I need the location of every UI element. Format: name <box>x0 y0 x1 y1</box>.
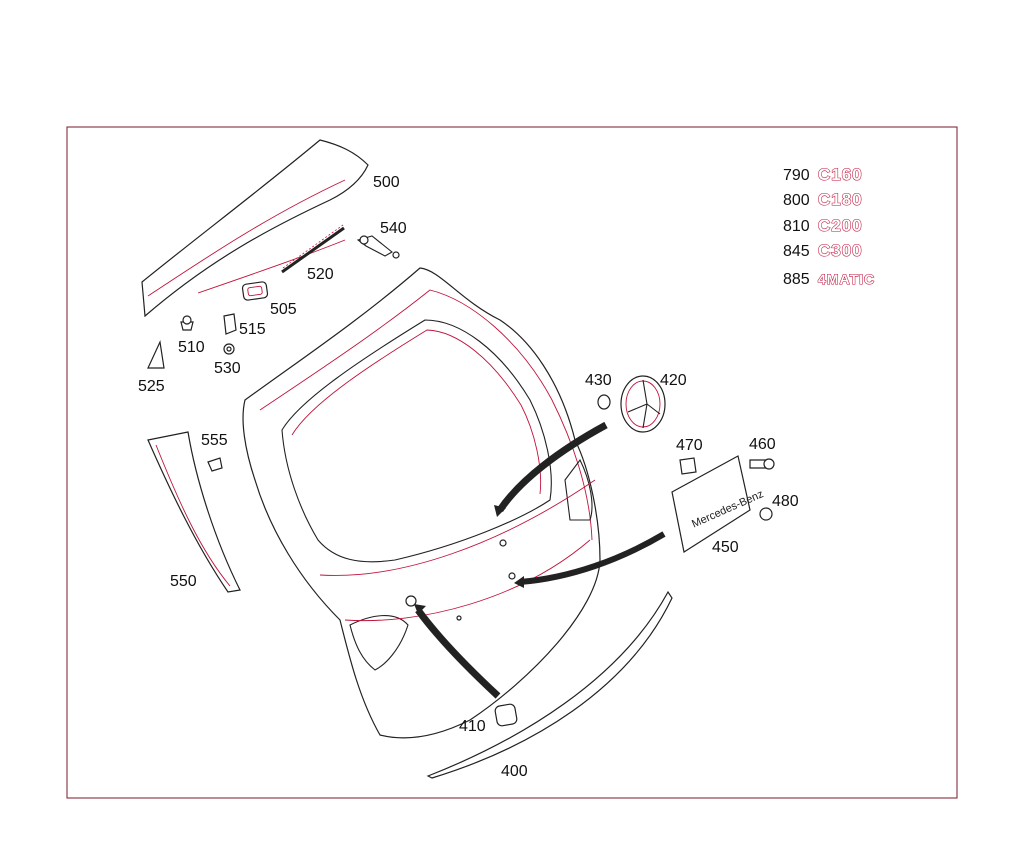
label-515: 515 <box>239 321 266 338</box>
fastener-part-510[interactable] <box>180 315 194 331</box>
label-410: 410 <box>459 718 486 735</box>
diagram-frame <box>66 126 958 799</box>
label-480: 480 <box>772 493 799 510</box>
fastener-part-470[interactable] <box>679 457 697 475</box>
label-505: 505 <box>270 301 297 318</box>
label-525: 525 <box>138 378 165 395</box>
emblem-number-885: 885 <box>783 271 810 288</box>
label-510: 510 <box>178 339 205 356</box>
arrow-2 <box>514 531 666 588</box>
emblem-number-845: 845 <box>783 243 810 260</box>
label-460: 460 <box>749 436 776 453</box>
emblem-c160[interactable]: C160 <box>817 164 863 184</box>
label-420: 420 <box>660 372 687 389</box>
emblem-c180[interactable]: C180 <box>817 189 863 209</box>
emblem-number-790: 790 <box>783 167 810 184</box>
arrow-1 <box>494 421 608 517</box>
side-trim-part-550[interactable] <box>147 431 241 593</box>
label-470: 470 <box>676 437 703 454</box>
nut-part-480[interactable] <box>759 507 773 521</box>
nut-part-530[interactable] <box>223 343 235 355</box>
washer-nozzle-part-540[interactable] <box>356 235 400 259</box>
label-450: 450 <box>712 539 739 556</box>
star-emblem-part-420[interactable] <box>620 375 666 433</box>
clip-part-515[interactable] <box>223 313 237 335</box>
screw-part-555[interactable] <box>207 457 223 472</box>
emblem-legend: 790 C160 800 C180 810 C200 845 C300 885 … <box>783 164 875 288</box>
label-430: 430 <box>585 372 612 389</box>
grommet-part-430[interactable] <box>597 394 611 410</box>
wedge-part-525[interactable] <box>147 339 165 369</box>
bolt-part-460[interactable] <box>749 458 775 470</box>
handle-part-410[interactable] <box>494 703 518 727</box>
label-520: 520 <box>307 266 334 283</box>
spoiler-part-500[interactable] <box>141 139 369 318</box>
emblem-c300[interactable]: C300 <box>817 240 863 260</box>
lower-trim-part-400[interactable] <box>426 590 673 779</box>
label-550: 550 <box>170 573 197 590</box>
tailgate-body[interactable] <box>242 267 601 739</box>
emblem-4matic[interactable]: 4MATIC <box>817 270 875 287</box>
arrow-3 <box>414 604 501 699</box>
label-540: 540 <box>380 220 407 237</box>
label-555: 555 <box>201 432 228 449</box>
seal-strip-part-520[interactable] <box>281 224 345 274</box>
emblem-number-810: 810 <box>783 218 810 235</box>
emblem-c200[interactable]: C200 <box>817 215 863 235</box>
label-500: 500 <box>373 174 400 191</box>
label-530: 530 <box>214 360 241 377</box>
label-400: 400 <box>501 763 528 780</box>
emblem-number-800: 800 <box>783 192 810 209</box>
bracket-part-505[interactable] <box>241 281 269 301</box>
